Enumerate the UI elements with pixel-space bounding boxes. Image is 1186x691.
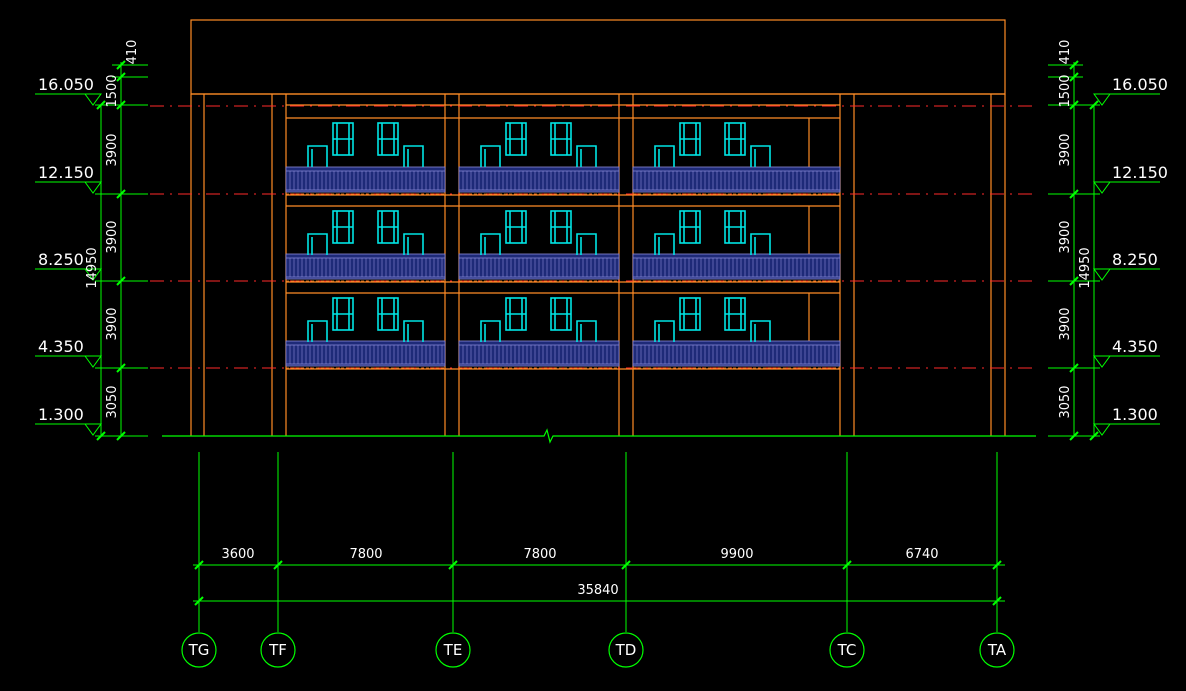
dim-label: 3900 xyxy=(1058,133,1073,166)
dim-label: 410 xyxy=(1058,40,1073,65)
dim-total-label: 35840 xyxy=(577,583,618,598)
window-group xyxy=(480,210,597,255)
balcony-railings xyxy=(285,166,841,369)
dim-label: 3900 xyxy=(105,220,120,253)
axis-lines xyxy=(198,452,998,632)
right-dimension-chain xyxy=(1048,60,1160,441)
dim-label: 3900 xyxy=(1058,307,1073,340)
window-group xyxy=(307,122,424,167)
dim-label: 3050 xyxy=(105,385,120,418)
dim-label: 3050 xyxy=(1058,385,1073,418)
dim-total-label: 14950 xyxy=(1078,247,1093,288)
dim-label: 7800 xyxy=(349,547,382,562)
level-label: 16.050 xyxy=(38,75,94,94)
dim-label: 1500 xyxy=(1058,74,1073,107)
dim-label: 6740 xyxy=(905,547,938,562)
dim-label: 1500 xyxy=(105,74,120,107)
axis-label: TF xyxy=(268,641,287,659)
level-label: 12.150 xyxy=(1112,163,1168,182)
balcony-railing xyxy=(458,166,620,195)
dim-label: 3900 xyxy=(105,307,120,340)
axis-bubble xyxy=(608,632,644,668)
level-label: 16.050 xyxy=(1112,75,1168,94)
left-vertical-dim-labels: 410 1500 3900 3900 3900 3050 14950 xyxy=(85,40,140,419)
window-group xyxy=(307,297,424,342)
window-group xyxy=(480,297,597,342)
axis-bubble xyxy=(260,632,296,668)
axis-label: TD xyxy=(615,641,637,659)
axis-label: TG xyxy=(188,641,210,659)
left-dimension-chain xyxy=(35,60,148,441)
window-group xyxy=(654,122,771,167)
axis-label: TE xyxy=(443,641,463,659)
window-group xyxy=(654,297,771,342)
balcony-railing xyxy=(632,166,841,195)
right-level-labels: 16.050 12.150 8.250 4.350 1.300 xyxy=(1112,75,1168,424)
axis-bubbles xyxy=(181,632,1015,668)
windows xyxy=(307,122,771,342)
balcony-railing xyxy=(285,340,446,369)
ground-line xyxy=(162,428,1036,444)
axis-bubble xyxy=(979,632,1015,668)
dim-label: 410 xyxy=(125,40,140,65)
level-label: 1.300 xyxy=(38,405,84,424)
dim-label: 9900 xyxy=(720,547,753,562)
axis-bubble xyxy=(829,632,865,668)
level-label: 1.300 xyxy=(1112,405,1158,424)
level-label: 8.250 xyxy=(38,250,84,269)
axis-labels: TG TF TE TD TC TA xyxy=(188,641,1007,659)
building-frame xyxy=(190,19,1006,436)
window-group xyxy=(307,210,424,255)
balcony-railing xyxy=(632,340,841,369)
roof-parapet xyxy=(190,19,1006,95)
dim-total-label: 14950 xyxy=(85,247,100,288)
dim-label: 3600 xyxy=(221,547,254,562)
balcony-railing xyxy=(458,253,620,282)
level-label: 12.150 xyxy=(38,163,94,182)
balcony-railing xyxy=(285,253,446,282)
axis-bubble xyxy=(435,632,471,668)
left-level-labels: 16.050 12.150 8.250 4.350 1.300 xyxy=(38,75,94,424)
span-dim-labels: 3600 7800 7800 9900 6740 35840 xyxy=(221,547,938,598)
axis-label: TA xyxy=(987,641,1007,659)
level-label: 4.350 xyxy=(38,337,84,356)
level-label: 4.350 xyxy=(1112,337,1158,356)
dim-label: 7800 xyxy=(523,547,556,562)
dim-label: 3900 xyxy=(105,133,120,166)
window-group xyxy=(654,210,771,255)
level-label: 8.250 xyxy=(1112,250,1158,269)
balcony-railing xyxy=(458,340,620,369)
balcony-railing xyxy=(285,166,446,195)
dim-label: 3900 xyxy=(1058,220,1073,253)
window-group xyxy=(480,122,597,167)
right-vertical-dim-labels: 410 1500 3900 3900 3900 3050 14950 xyxy=(1058,40,1093,419)
axis-label: TC xyxy=(837,641,857,659)
axis-bubble xyxy=(181,632,217,668)
balcony-railing xyxy=(632,253,841,282)
